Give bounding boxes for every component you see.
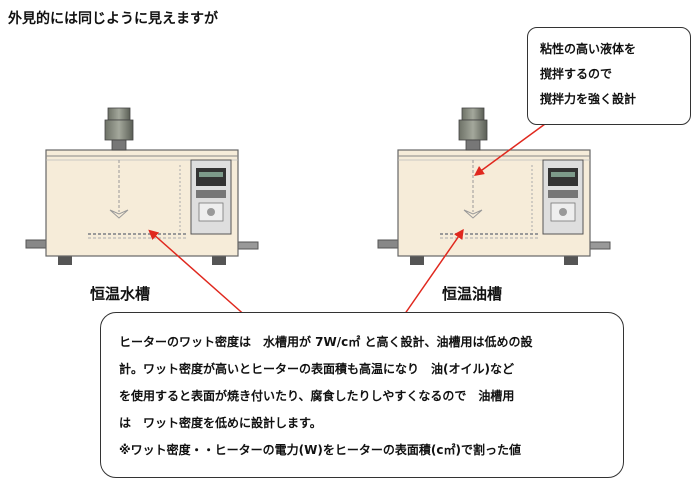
oil-bath-label: 恒温油槽 [442, 285, 503, 303]
stirrer-callout-line: 撹拌力を強く設計 [540, 92, 637, 106]
oil-bath-illustration [377, 107, 611, 265]
page-heading: 外見的には同じように見えますが [8, 11, 218, 27]
water-bath-label: 恒温水槽 [90, 285, 151, 303]
heater-callout-line: を使用すると表面が焼き付いたり、腐食したりしやすくなるので 油槽用 [119, 389, 515, 403]
stirrer-callout: 粘性の高い液体を 撹拌するので 撹拌力を強く設計 [527, 27, 691, 125]
arrow-stirrer [473, 123, 546, 176]
heater-callout-line: ヒーターのワット密度は 水槽用が 7W/c㎡ と高く設計、油槽用は低めの設 [119, 335, 533, 349]
stirrer-callout-line: 撹拌するので [540, 67, 613, 81]
arrow-water-heater [148, 229, 249, 319]
heater-callout-line: は ワット密度を低めに設計します。 [119, 416, 322, 430]
heater-callout-note: ※ワット密度・・ヒーターの電力(W)をヒーターの表面積(c㎡)で割った値 [119, 443, 521, 457]
stirrer-callout-line: 粘性の高い液体を [540, 42, 637, 56]
heater-callout: ヒーターのワット密度は 水槽用が 7W/c㎡ と高く設計、油槽用は低めの設 計。… [100, 312, 624, 478]
heater-callout-line: 計。ワット密度が高いとヒーターの表面積も高温になり 油(オイル)など [119, 362, 514, 376]
arrow-oil-heater [401, 228, 464, 319]
water-bath-illustration [25, 107, 259, 265]
